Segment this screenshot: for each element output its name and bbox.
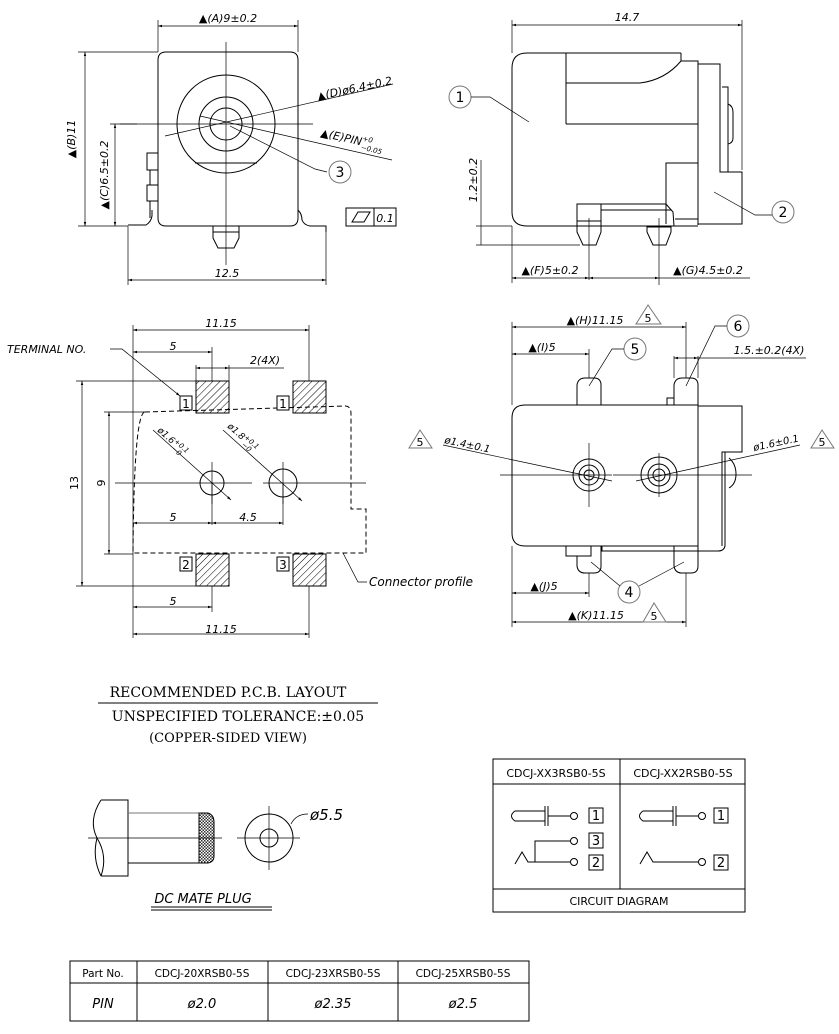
terminal-label: 1 [592,809,600,824]
note-triangle-label: 5 [417,436,424,449]
plug-diameter: ø5.5 [309,806,343,824]
table-header: CDCJ-23XRSB0-5S [286,968,381,980]
table-header: CDCJ-25XRSB0-5S [416,968,511,980]
dim-b-label: ▲(B)11 [65,120,78,159]
dim-bot-width: 11.15 [205,623,237,636]
dim-f-label: ▲(F)5±0.2 [521,264,578,277]
table-header: Part No. [82,968,124,980]
note-triangle-label: 5 [645,312,652,325]
note-triangle [642,602,667,623]
note-triangle-label: 5 [819,436,826,449]
balloon-4 [617,580,641,604]
bottom-view: ▲(H)11.15 ▲(I)5 1.5.±0.2(4X) ø1.4±0.1 ø1… [408,304,835,627]
note-triangle [408,429,433,449]
dim-width-label: 12.5 [215,267,240,280]
balloon-6-label: 6 [734,319,743,335]
note-triangle [635,304,662,325]
table-cell: ø2.5 [448,997,478,1012]
pad [292,380,327,414]
terminal-box [179,556,193,572]
balloon-4-label: 4 [625,585,634,601]
circuit-col2-header: CDCJ-XX2RSB0-5S [633,767,732,780]
dc-mate-plug: ø5.5 DC MATE PLUG [88,799,343,911]
circuit-diagram-title: CIRCUIT DIAGRAM [570,895,669,908]
terminal-no-label: TERMINAL NO. [7,343,86,356]
terminal-label: 2 [182,558,190,572]
table-row-label: PIN [92,997,114,1012]
dim-g-label: ▲(G)4.5±0.2 [673,264,743,277]
dim-13: 13 [68,476,81,490]
dim-mid-45: 4.5 [239,511,257,524]
terminal-label: 2 [592,856,600,871]
dim-9: 9 [95,480,108,487]
dim-h-label: ▲(H)11.15 [567,314,624,327]
note-triangle [810,429,835,449]
circuit-col1-header: CDCJ-XX3RSB0-5S [506,767,605,780]
connector-profile-label: Connector profile [369,575,473,589]
dim-top-width: 11.15 [205,317,237,330]
flatness-value: 0.1 [376,212,394,225]
terminal-box [276,395,290,411]
dim-top-5: 5 [170,340,177,353]
hole-1-label: ø1.6+0.1−0 [152,424,190,460]
connector-profile-outline [132,405,367,554]
front-view: ▲(A)9±0.2 ▲(B)11 ▲(C)6.5±0.2 ▲(D)ø6.4±0.… [65,12,397,285]
hole-right-label: ø1.6±0.1 [751,434,800,455]
balloon-2-label: 2 [779,205,788,221]
hole-left-label: ø1.4±0.1 [442,435,491,456]
note-triangle-label: 5 [651,610,658,623]
pin-symbol [511,810,545,822]
dim-d-label: ▲(D)ø6.4±0.2 [316,74,393,103]
terminal-label: 1 [717,809,725,824]
pcb-tolerance: UNSPECIFIED TOLERANCE:±0.05 [112,709,364,725]
dim-c-label: ▲(C)6.5±0.2 [98,141,111,210]
dim-j-label: ▲(J)5 [530,580,557,593]
dim-i-label: ▲(I)5 [528,341,555,354]
balloon-3 [328,160,352,184]
dim-mid-5: 5 [170,511,177,524]
plug-title: DC MATE PLUG [154,892,251,907]
dim-e-label: ▲(E)PIN+0−0.05 [319,125,386,156]
balloon-2 [771,200,795,224]
pcb-view-note: (COPPER-SIDED VIEW) [149,731,307,746]
pad [195,553,230,587]
balloon-3-label: 3 [336,165,345,181]
terminal-label: 3 [279,558,287,572]
dim-k-label: ▲(K)11.15 [568,609,624,622]
dim-total-label: 14.7 [615,11,640,24]
table-cell: ø2.35 [314,997,352,1012]
flatness-icon [351,211,371,223]
terminal-box [276,556,290,572]
terminal-label: 2 [717,856,725,871]
pin-symbol [639,810,673,822]
terminal-label: 1 [182,397,190,411]
balloon-5-label: 5 [631,342,640,358]
pin-table: Part No. CDCJ-20XRSB0-5S CDCJ-23XRSB0-5S… [69,960,530,1022]
side-view: 14.7 1.2±0.2 ▲(F)5±0.2 ▲(G)4.5±0.2 1 2 [448,11,795,285]
circuit-diagram: CDCJ-XX3RSB0-5S CDCJ-XX2RSB0-5S 1 3 2 1 … [492,758,746,913]
pad [195,380,230,414]
balloon-1-label: 1 [456,90,465,106]
terminal-label: 1 [279,397,287,411]
table-cell: ø2.0 [187,997,217,1012]
pcb-layout: TERMINAL NO. 11.15 5 2(4X) 13 9 ø1.6+0.1… [7,317,473,746]
pad [292,553,327,587]
dim-pad-width: 1.5.±0.2(4X) [734,344,805,357]
terminal-box [179,395,193,411]
dim-bot-5: 5 [170,595,177,608]
switch-symbol [514,851,570,865]
dim-pad: 2(4X) [250,354,280,367]
table-header: CDCJ-20XRSB0-5S [155,968,250,980]
switch-symbol [639,851,698,865]
dim-height-label: 1.2±0.2 [467,158,480,202]
hole-2-label: ø1.8+0.1−0 [222,420,260,456]
dim-a-label: ▲(A)9±0.2 [199,12,257,25]
terminal-label: 3 [592,834,600,849]
pcb-layout-title: RECOMMENDED P.C.B. LAYOUT [110,685,347,701]
